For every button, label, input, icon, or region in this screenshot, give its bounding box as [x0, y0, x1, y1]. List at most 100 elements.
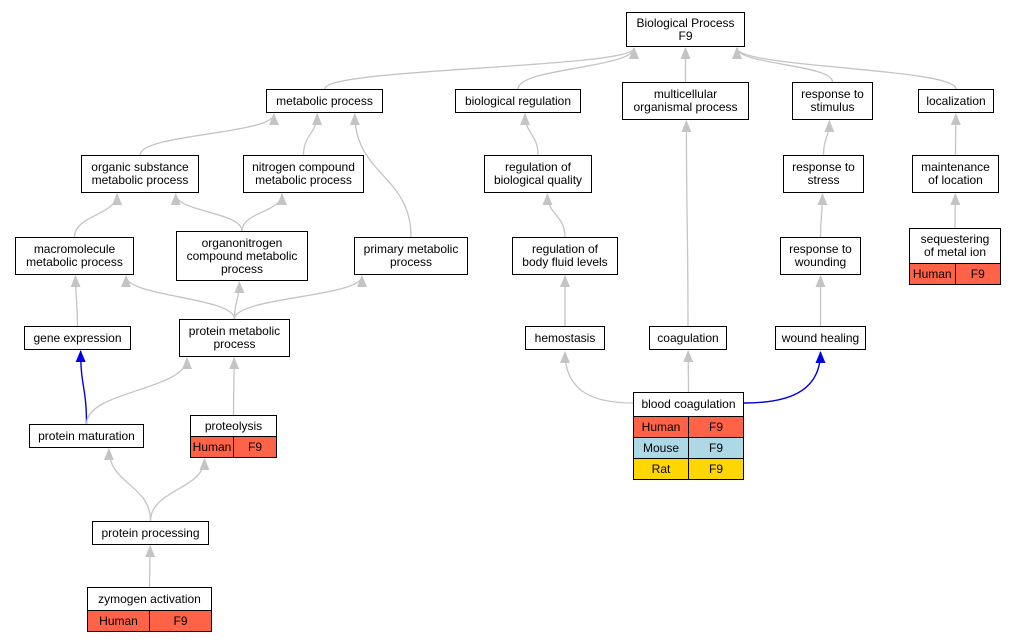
species-label: Human — [641, 420, 681, 434]
node-biological-process[interactable]: Biological Process F9 — [626, 12, 745, 47]
node-regulation-of-biological-quality[interactable]: regulation of biological quality — [484, 155, 592, 193]
node-organonitrogen-compound-metabolic-process[interactable]: organonitrogen compound metabolic proces… — [176, 231, 308, 281]
node-maintenance-of-location[interactable]: maintenance of location — [912, 155, 999, 193]
node-wound-healing[interactable]: wound healing — [775, 326, 866, 350]
node-label: sequestering of metal ion — [920, 232, 990, 259]
species-label: Human — [99, 614, 138, 628]
node-response-to-stress[interactable]: response to stress — [783, 155, 864, 193]
node-label: Biological Process F9 — [636, 15, 735, 43]
node-label: proteolysis — [204, 418, 263, 433]
node-label: multicellular organismal process — [633, 87, 738, 114]
node-multicellular-organismal-process[interactable]: multicellular organismal process — [622, 82, 749, 120]
node-label: coagulation — [657, 330, 719, 345]
node-zymogen-activation[interactable]: zymogen activation Human F9 — [87, 587, 212, 632]
node-label: response to stimulus — [801, 87, 864, 114]
node-label: protein processing — [101, 525, 200, 540]
node-protein-processing[interactable]: protein processing — [92, 521, 209, 545]
node-label: gene expression — [33, 330, 122, 345]
node-regulation-of-body-fluid-levels[interactable]: regulation of body fluid levels — [512, 237, 618, 275]
edge-geneexpr-to-macro — [70, 275, 81, 327]
edge-protproc-to-protmat — [103, 448, 152, 522]
edge-protmeta-to-primary — [233, 275, 367, 320]
edge-organonitro-to-nitrogen — [241, 193, 287, 232]
node-label: nitrogen compound metabolic process — [252, 160, 355, 187]
species-label: Rat — [651, 462, 671, 476]
node-response-to-stimulus[interactable]: response to stimulus — [792, 82, 873, 120]
gene-label: F9 — [954, 264, 1001, 284]
edge-primary-to-metabolic — [349, 113, 412, 238]
annotation-row: Human F9 — [88, 610, 211, 631]
node-protein-maturation[interactable]: protein maturation — [29, 424, 144, 448]
node-gene-expression[interactable]: gene expression — [24, 326, 131, 350]
edge-macro-to-organic — [73, 193, 123, 238]
edge-coagulation-to-multicell — [681, 120, 692, 327]
edge-bioreg-to-bp — [517, 47, 639, 90]
node-label: hemostasis — [534, 330, 596, 345]
node-label: metabolic process — [276, 93, 373, 108]
edge-bloodcoag-to-hemostasis — [560, 351, 634, 404]
edge-stress-to-stimulus — [822, 120, 835, 156]
node-nitrogen-compound-metabolic-process[interactable]: nitrogen compound metabolic process — [243, 155, 364, 193]
edge-proteolysis-to-protmeta — [229, 357, 240, 416]
node-response-to-wounding[interactable]: response to wounding — [780, 237, 861, 275]
gene-label: F9 — [688, 459, 743, 479]
node-label: macromolecule metabolic process — [26, 242, 123, 269]
edge-protproc-to-proteolysis — [149, 458, 210, 522]
gene-label: F9 — [688, 438, 743, 458]
species-label: Human — [192, 440, 232, 454]
node-label: wound healing — [781, 330, 860, 345]
node-label: organonitrogen compound metabolic proces… — [186, 235, 298, 276]
node-label: response to stress — [792, 160, 855, 187]
edge-organic-to-metabolic — [139, 113, 279, 156]
node-metabolic-process[interactable]: metabolic process — [266, 89, 383, 113]
node-hemostasis[interactable]: hemostasis — [525, 326, 605, 350]
node-localization[interactable]: localization — [918, 89, 994, 113]
edge-wounding-to-stress — [817, 193, 828, 238]
annotation-row: Mouse F9 — [634, 437, 743, 458]
node-label: localization — [926, 93, 986, 108]
node-label: protein maturation — [38, 428, 135, 443]
species-label: Human — [912, 267, 952, 281]
node-label: regulation of body fluid levels — [522, 242, 608, 269]
edge-protmat-to-geneexpr — [75, 350, 88, 425]
edge-protmat-to-protmeta — [85, 357, 192, 425]
node-coagulation[interactable]: coagulation — [649, 326, 727, 350]
edge-organonitro-to-organic — [170, 193, 243, 232]
species-label: Mouse — [642, 441, 680, 455]
node-label: protein metabolic process — [188, 324, 281, 351]
edge-bloodcoag-to-woundheal — [743, 351, 826, 404]
node-macromolecule-metabolic-process[interactable]: macromolecule metabolic process — [15, 237, 134, 275]
gene-label: F9 — [233, 437, 276, 457]
gene-label: F9 — [149, 611, 211, 631]
node-primary-metabolic-process[interactable]: primary metabolic process — [354, 237, 468, 275]
node-organic-substance-metabolic-process[interactable]: organic substance metabolic process — [81, 155, 199, 193]
node-label: regulation of biological quality — [493, 160, 583, 187]
node-label: biological regulation — [464, 93, 572, 108]
node-label: blood coagulation — [641, 397, 736, 411]
edge-localization-to-bp — [732, 47, 957, 90]
node-label: maintenance of location — [921, 160, 990, 187]
annotation-row: Rat F9 — [634, 458, 743, 479]
node-biological-regulation[interactable]: biological regulation — [455, 89, 581, 113]
edge-bioquality-to-bioreg — [520, 113, 539, 156]
node-label: zymogen activation — [98, 591, 201, 606]
edge-protmeta-to-organonitro — [233, 281, 245, 320]
edge-bodyfluid-to-bioquality — [542, 193, 566, 238]
edge-metabolic-to-bp — [323, 47, 639, 90]
gene-label: F9 — [688, 417, 743, 437]
edge-zymogen-to-protproc — [145, 545, 156, 588]
node-label: primary metabolic process — [363, 242, 459, 269]
node-protein-metabolic-process[interactable]: protein metabolic process — [179, 319, 290, 357]
edge-nitrogen-to-metabolic — [302, 113, 323, 156]
edge-protmeta-to-macro — [121, 275, 236, 320]
node-label: organic substance metabolic process — [91, 160, 189, 187]
annotation-row: Human F9 — [634, 416, 743, 437]
node-label: response to wounding — [789, 242, 852, 269]
